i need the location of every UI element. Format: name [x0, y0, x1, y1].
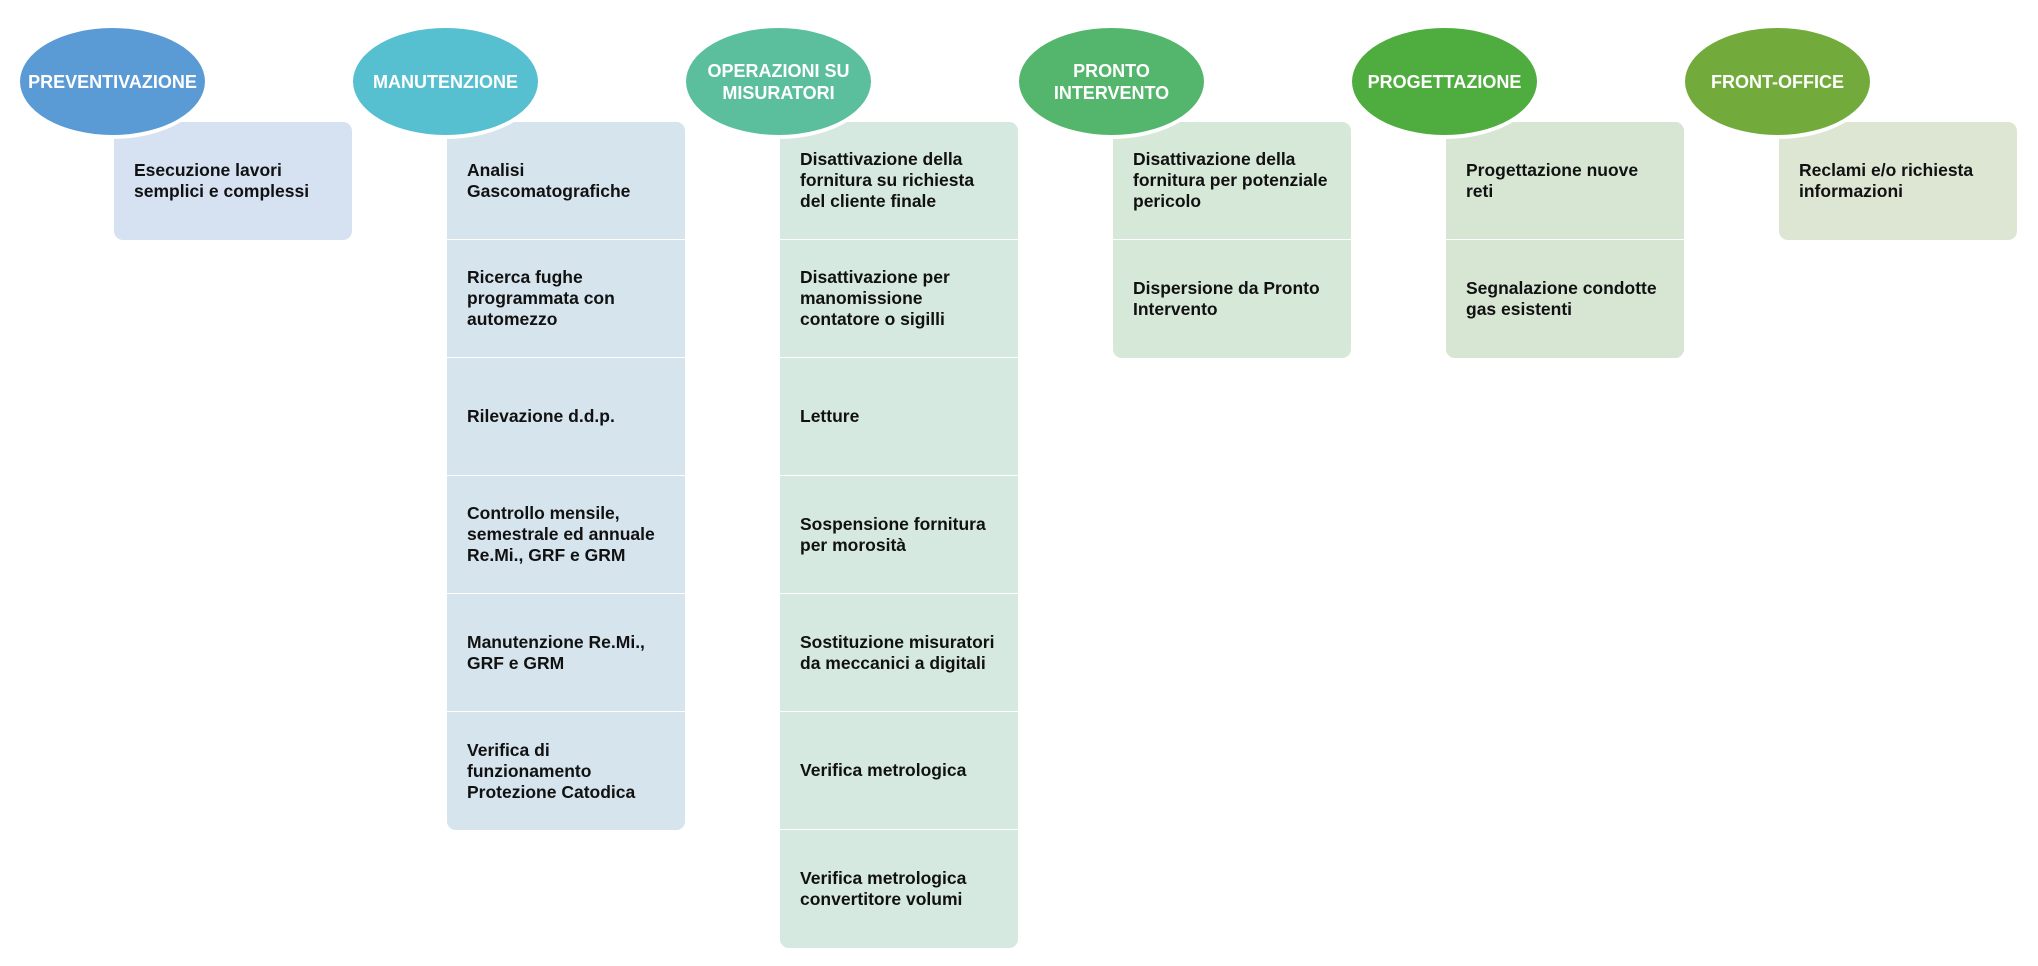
activity-item: Manutenzione Re.Mi., GRF e GRM — [447, 594, 685, 712]
activity-item: Analisi Gascomatografiche — [447, 122, 685, 240]
activity-item: Rilevazione d.d.p. — [447, 358, 685, 476]
category-header: PRONTO INTERVENTO — [1015, 24, 1208, 139]
activity-item: Disattivazione della fornitura su richie… — [780, 122, 1018, 240]
category-title: OPERAZIONI SU MISURATORI — [707, 60, 850, 103]
activity-list: Reclami e/o richiesta informazioni — [1779, 122, 2017, 240]
activity-item: Disattivazione della fornitura per poten… — [1113, 122, 1351, 240]
activity-item: Reclami e/o richiesta informazioni — [1779, 122, 2017, 240]
activity-item: Progettazione nuove reti — [1446, 122, 1684, 240]
activity-item: Verifica di funzionamento Protezione Cat… — [447, 712, 685, 830]
category-header: OPERAZIONI SU MISURATORI — [682, 24, 875, 139]
category-title: PRONTO INTERVENTO — [1053, 60, 1170, 103]
activity-item: Ricerca fughe programmata con automezzo — [447, 240, 685, 358]
activity-list: Disattivazione della fornitura per poten… — [1113, 122, 1351, 358]
category-title: MANUTENZIONE — [373, 71, 518, 92]
activity-item: Controllo mensile, semestrale ed annuale… — [447, 476, 685, 594]
category-title: PROGETTAZIONE — [1367, 71, 1522, 92]
category-header: MANUTENZIONE — [349, 24, 542, 139]
activity-item: Esecuzione lavori semplici e complessi — [114, 122, 352, 240]
category-header: FRONT-OFFICE — [1681, 24, 1874, 139]
activity-list: Esecuzione lavori semplici e complessi — [114, 122, 352, 240]
activity-item: Disattivazione per manomissione contator… — [780, 240, 1018, 358]
category-title: PREVENTIVAZIONE — [28, 71, 197, 92]
activity-item: Sostituzione misuratori da meccanici a d… — [780, 594, 1018, 712]
activity-item: Letture — [780, 358, 1018, 476]
category-header: PREVENTIVAZIONE — [16, 24, 209, 139]
category-header: PROGETTAZIONE — [1348, 24, 1541, 139]
activity-item: Sospensione fornitura per morosità — [780, 476, 1018, 594]
activity-item: Dispersione da Pronto Intervento — [1113, 240, 1351, 358]
activity-item: Verifica metrologica — [780, 712, 1018, 830]
activity-item: Verifica metrologica convertitore volumi — [780, 830, 1018, 948]
activity-list: Disattivazione della fornitura su richie… — [780, 122, 1018, 948]
activity-item: Segnalazione condotte gas esistenti — [1446, 240, 1684, 358]
category-title: FRONT-OFFICE — [1711, 71, 1844, 92]
